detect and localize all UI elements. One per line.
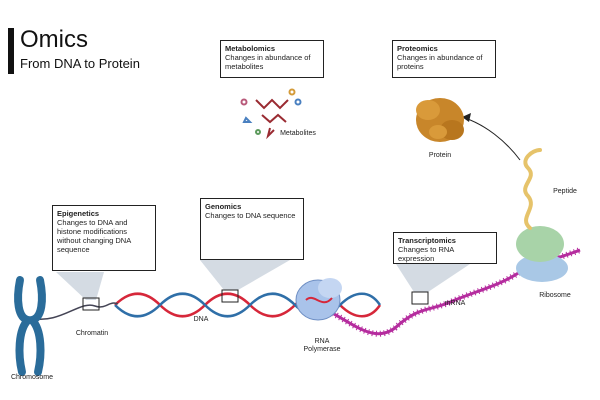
genomics-title: Genomics bbox=[205, 202, 242, 211]
metabolomics-desc: Changes in abundance of metabolites bbox=[225, 53, 311, 71]
chromosome-label: Chromosome bbox=[10, 374, 53, 381]
dna-strand-blue bbox=[114, 292, 382, 318]
proteomics-box: Proteomics Changes in abundance of prote… bbox=[392, 40, 496, 78]
metabolites-label: Metabolites bbox=[280, 130, 316, 137]
dna-label: DNA bbox=[193, 316, 209, 323]
protein-label: Protein bbox=[428, 152, 452, 159]
genomics-box: Genomics Changes to DNA sequence bbox=[200, 198, 304, 260]
rna-polymerase-label: RNA Polymerase bbox=[294, 338, 350, 354]
metabolites-cluster bbox=[240, 88, 302, 140]
epigenetics-callout bbox=[56, 272, 104, 300]
peptide-chain bbox=[523, 148, 542, 230]
transcriptomics-desc: Changes to RNA expression bbox=[398, 245, 454, 263]
genomics-marker bbox=[221, 289, 239, 303]
proteomics-title: Proteomics bbox=[397, 44, 438, 53]
rna-polymerase-line-1: RNA bbox=[314, 338, 330, 345]
rna-polymerase-shape bbox=[295, 278, 342, 321]
genomics-callout bbox=[200, 260, 290, 290]
metabolomics-title: Metabolomics bbox=[225, 44, 276, 53]
epigenetics-marker bbox=[82, 297, 100, 311]
rna-polymerase-line-2: Polymerase bbox=[303, 346, 341, 353]
transcriptomics-callout bbox=[396, 264, 470, 292]
epigenetics-box: Epigenetics Changes to DNA and histone m… bbox=[52, 205, 156, 271]
arrow-head bbox=[462, 113, 471, 122]
protein-shape bbox=[416, 98, 464, 142]
title-accent-bar bbox=[8, 28, 14, 74]
ribosome-shape bbox=[516, 226, 568, 282]
page-title: Omics bbox=[20, 26, 88, 53]
ribosome-label: Ribosome bbox=[539, 292, 571, 299]
chromatin-label: Chromatin bbox=[75, 330, 109, 337]
epigenetics-title: Epigenetics bbox=[57, 209, 100, 218]
metabolomics-box: Metabolomics Changes in abundance of met… bbox=[220, 40, 324, 78]
transcriptomics-box: Transcriptomics Changes to RNA expressio… bbox=[393, 232, 497, 264]
chromosome-shape bbox=[14, 276, 46, 376]
genomics-desc: Changes to DNA sequence bbox=[205, 211, 296, 220]
peptide-to-protein-arrow bbox=[464, 117, 521, 161]
chromatin-thread bbox=[29, 302, 119, 320]
page-subtitle: From DNA to Protein bbox=[20, 56, 140, 71]
peptide-label: Peptide bbox=[553, 188, 577, 195]
epigenetics-desc: Changes to DNA and histone modifications… bbox=[57, 218, 131, 254]
proteomics-desc: Changes in abundance of proteins bbox=[397, 53, 483, 71]
transcriptomics-title: Transcriptomics bbox=[398, 236, 456, 245]
mrna-label: mRNA bbox=[444, 300, 466, 307]
transcriptomics-marker bbox=[411, 291, 429, 305]
